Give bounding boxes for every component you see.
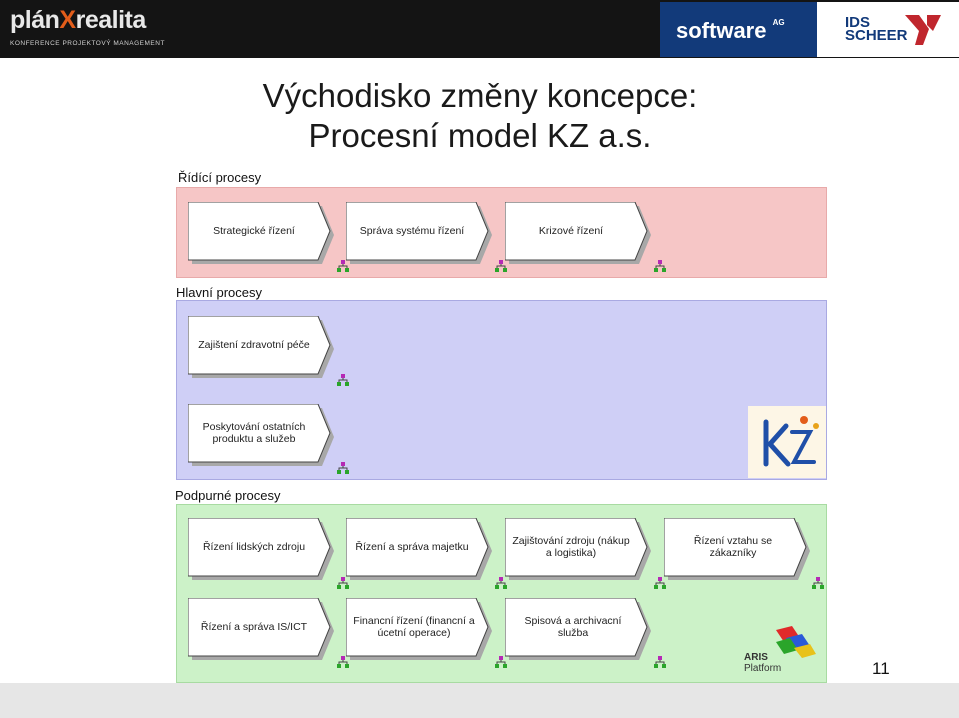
- process-label: Strategické řízení: [213, 225, 295, 237]
- process-financni-rizeni[interactable]: Financní řízení (financní a úcetní opera…: [346, 598, 496, 660]
- process-label: Financní řízení (financní a úcetní opera…: [353, 615, 475, 639]
- plan-logo-x: X: [59, 6, 76, 34]
- process-spisova-a-archivacni-sluzba[interactable]: Spisová a archivacní služba: [505, 598, 655, 660]
- process-zajistovani-zdroju[interactable]: Zajištování zdroju (nákup a logistika): [505, 518, 655, 580]
- footer-bar: [0, 683, 959, 718]
- ids-scheer-mark-icon: [905, 15, 941, 45]
- subprocess-link-icon[interactable]: [337, 577, 349, 589]
- subprocess-link-icon[interactable]: [495, 260, 507, 272]
- section-label-ridici: Řídící procesy: [178, 170, 262, 185]
- slide-title-line2: Procesní model KZ a.s.: [308, 117, 652, 154]
- subprocess-link-icon[interactable]: [337, 656, 349, 668]
- subprocess-link-icon[interactable]: [654, 260, 666, 272]
- subprocess-link-icon[interactable]: [654, 577, 666, 589]
- slide-title: Východisko změny koncepce: Procesní mode…: [200, 76, 760, 156]
- process-rizeni-vztahu-se-zakazniky[interactable]: Řízení vztahu se zákazníky: [664, 518, 814, 580]
- kz-logo-mark-icon: [763, 416, 819, 467]
- process-rizeni-a-sprava-majetku[interactable]: Řízení a správa majetku: [346, 518, 496, 580]
- subprocess-link-icon[interactable]: [495, 656, 507, 668]
- subprocess-link-icon[interactable]: [337, 260, 349, 272]
- subprocess-link-icon[interactable]: [654, 656, 666, 668]
- subprocess-link-icon[interactable]: [337, 374, 349, 386]
- plan-x-realita-logo: plánXrealita KONFERENCE PROJEKTOVÝ MANAG…: [10, 6, 164, 50]
- subprocess-link-icon[interactable]: [337, 462, 349, 474]
- process-zajisteni-zdravotni-pece[interactable]: Zajištení zdravotní péče: [188, 316, 338, 378]
- aris-logo-mark-icon: [776, 626, 816, 658]
- process-label: Poskytování ostatních produktu a služeb: [202, 421, 306, 445]
- process-label: Zajištení zdravotní péče: [198, 339, 310, 351]
- kz-logo: [748, 406, 826, 478]
- process-krizove-rizeni[interactable]: Krizové řízení: [505, 202, 655, 264]
- process-rizeni-lidskych-zdroju[interactable]: Řízení lidských zdroju: [188, 518, 338, 580]
- section-label-hlavni: Hlavní procesy: [176, 285, 262, 300]
- plan-logo-main: plán: [10, 6, 60, 34]
- process-label: Řízení a správa IS/ICT: [200, 621, 308, 633]
- process-strategicke-rizeni[interactable]: Strategické řízení: [188, 202, 338, 264]
- process-sprava-systemu-rizeni[interactable]: Správa systému řízení: [346, 202, 496, 264]
- aris-logo-line1: ARIS: [744, 652, 768, 663]
- process-label: Krizové řízení: [538, 225, 604, 237]
- process-poskytovani-ostatnich-produktu[interactable]: Poskytování ostatních produktu a služeb: [188, 404, 338, 466]
- page-number: 11: [872, 659, 890, 678]
- process-label: Spisová a archivacní služba: [524, 615, 622, 639]
- process-label: Řízení lidských zdroju: [202, 541, 306, 553]
- ids-scheer-logo: IDS SCHEER: [817, 2, 959, 57]
- subprocess-link-icon[interactable]: [495, 577, 507, 589]
- process-label: Zajištování zdroju (nákup a logistika): [512, 535, 630, 559]
- software-logo-text: software: [676, 18, 767, 43]
- process-label: Řízení a správa majetku: [355, 541, 469, 553]
- software-ag-logo: software AG: [660, 2, 817, 57]
- subprocess-link-icon[interactable]: [812, 577, 824, 589]
- ids-logo-line2: SCHEER: [845, 27, 908, 44]
- section-label-podpurne: Podpurné procesy: [175, 488, 281, 503]
- plan-logo-subtitle: KONFERENCE PROJEKTOVÝ MANAGEMENT: [10, 40, 165, 47]
- plan-logo-rest: realita: [75, 6, 147, 34]
- aris-logo-line2: Platform: [744, 663, 782, 674]
- process-rizeni-a-sprava-is-ict[interactable]: Řízení a správa IS/ICT: [188, 598, 338, 660]
- process-label: Řízení vztahu se zákazníky: [693, 535, 773, 559]
- software-ag-text: AG: [772, 18, 785, 27]
- process-label: Správa systému řízení: [359, 225, 465, 237]
- ids-logo-line1: IDS: [845, 14, 871, 31]
- header-bar: plánXrealita KONFERENCE PROJEKTOVÝ MANAG…: [0, 0, 959, 61]
- slide-title-line1: Východisko změny koncepce:: [262, 77, 698, 114]
- aris-platform-logo: ARIS Platform: [740, 624, 830, 680]
